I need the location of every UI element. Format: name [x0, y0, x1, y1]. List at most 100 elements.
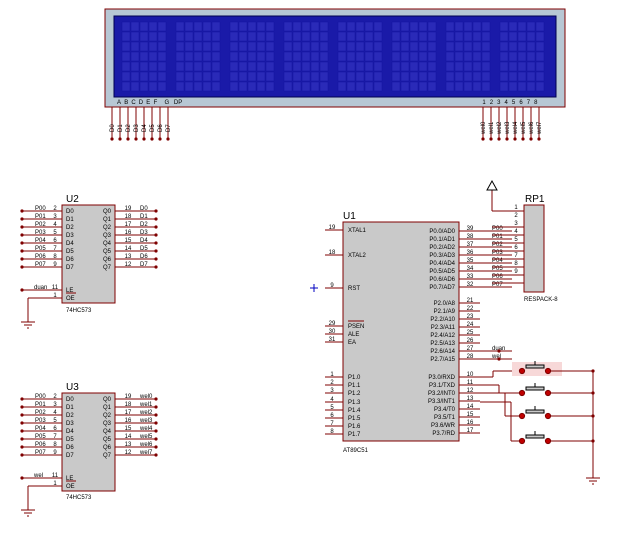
u3-right-pinno: 18	[125, 402, 132, 408]
digit-label: 3	[497, 100, 501, 106]
segment-label: DP	[174, 100, 182, 106]
display-digit-grid	[121, 21, 545, 92]
button-contact-left	[518, 412, 526, 420]
u2-right-end	[154, 233, 158, 237]
display-cell	[139, 41, 149, 52]
display-cell	[499, 31, 509, 42]
u1-right-pinno: 21	[467, 298, 474, 304]
u2-right-end	[154, 265, 158, 269]
u1-left-pinno: 7	[330, 421, 334, 427]
u1-right-net: P04	[492, 258, 503, 264]
display-cell	[256, 21, 266, 32]
display-cell	[121, 41, 131, 52]
segment-pin-end	[142, 137, 146, 141]
u1-right-net: P07	[492, 282, 503, 288]
u3-left-net: P03	[35, 418, 46, 424]
display-cell	[139, 71, 149, 82]
display-cell	[148, 71, 158, 82]
display-cell	[409, 31, 419, 42]
display-cell	[355, 61, 365, 72]
display-cell	[292, 51, 302, 62]
u2-le-end	[20, 288, 24, 292]
display-cell	[526, 41, 536, 52]
u3-body	[61, 392, 116, 492]
display-cell	[409, 71, 419, 82]
display-cell	[211, 81, 221, 92]
u1-right-net: P06	[492, 274, 503, 280]
display-cell	[445, 81, 455, 92]
display-cell	[400, 41, 410, 52]
push-button-0	[512, 361, 562, 376]
display-cell	[319, 61, 329, 72]
u1-right-pin: P3.7/RD	[432, 431, 455, 437]
u1-right-net: P03	[492, 250, 503, 256]
display-cell	[535, 41, 545, 52]
segment-label: D	[139, 100, 144, 106]
u3-oe-pinno: 1	[53, 481, 57, 487]
button-plunger	[525, 409, 545, 414]
display-cell	[229, 51, 239, 62]
display-cell	[265, 81, 275, 92]
display-cell	[247, 51, 257, 62]
display-cell	[418, 21, 428, 32]
crosshair-icon	[310, 284, 318, 292]
display-cell	[184, 21, 194, 32]
display-cell	[211, 51, 221, 62]
u3-right-end	[154, 413, 158, 417]
rp1-pinno: 6	[514, 245, 518, 251]
display-cell	[508, 71, 518, 82]
u2-right-pinno: 17	[125, 222, 132, 228]
u3-right-end	[154, 421, 158, 425]
u2-left-pin: D7	[66, 265, 74, 271]
u3-right-pinno: 12	[125, 450, 132, 456]
u1-right-pinno: 33	[467, 274, 474, 280]
display-cell	[481, 61, 491, 72]
u2-right-pin: Q3	[103, 233, 112, 239]
display-cell	[355, 51, 365, 62]
display-cell	[445, 71, 455, 82]
digit-pin-end	[529, 137, 533, 141]
u2-right-net: D0	[140, 206, 148, 212]
u2-left-pin: D0	[66, 209, 74, 215]
display-cell	[391, 71, 401, 82]
segment-net-label: D3	[134, 124, 140, 132]
u3-left-end	[20, 413, 24, 417]
u3-le-end	[20, 476, 24, 480]
u2-right-pin: Q0	[103, 209, 112, 215]
u1-right-pin: P2.4/A12	[430, 333, 455, 339]
display-cell	[427, 71, 437, 82]
u1-right-pinno: 39	[467, 226, 474, 232]
display-cell	[481, 21, 491, 32]
u3-left-pinno: 8	[53, 442, 57, 448]
display-cell	[418, 31, 428, 42]
display-cell	[481, 81, 491, 92]
display-cell	[463, 51, 473, 62]
u1-left-pin: EA	[348, 340, 356, 346]
display-cell	[418, 51, 428, 62]
digit-pin-end	[489, 137, 493, 141]
display-cell	[148, 81, 158, 92]
u2-le-pin: LE	[66, 288, 73, 294]
display-cell	[283, 41, 293, 52]
display-cell	[265, 21, 275, 32]
display-cell	[454, 21, 464, 32]
display-cell	[400, 51, 410, 62]
display-cell	[355, 81, 365, 92]
u1-right-pin: P2.0/A8	[434, 301, 456, 307]
display-cell	[499, 21, 509, 32]
display-cell	[238, 61, 248, 72]
u3-right-net: wel3	[139, 418, 153, 424]
display-cell	[472, 41, 482, 52]
u3-left-end	[20, 429, 24, 433]
u3-left-net: P02	[35, 410, 46, 416]
segment-pin-end	[166, 137, 170, 141]
u3-left-pinno: 2	[53, 394, 57, 400]
display-cell	[229, 71, 239, 82]
display-cell	[445, 61, 455, 72]
display-cell	[256, 51, 266, 62]
u2-left-net: P01	[35, 214, 46, 220]
